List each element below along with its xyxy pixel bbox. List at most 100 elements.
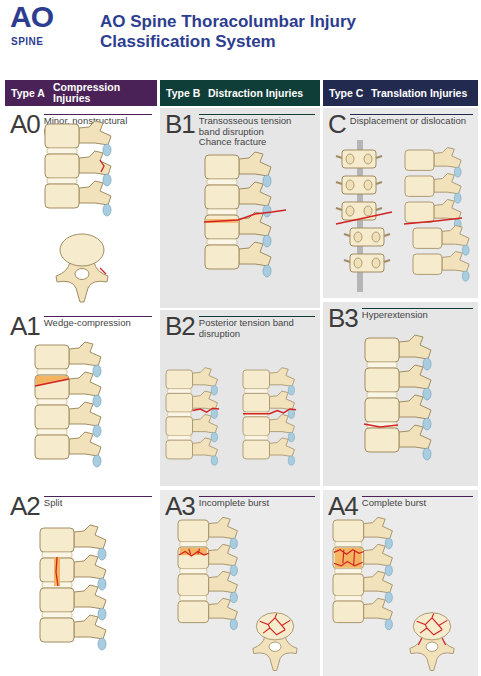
a1-illustration — [35, 342, 101, 467]
b1-illustration — [206, 219, 238, 223]
b2-illustration — [166, 368, 217, 395]
a3-axial — [253, 613, 297, 671]
a0-illustration — [45, 181, 111, 216]
a3-illustration — [178, 517, 237, 630]
panel-heading: B2Posterior tension band disruption — [165, 314, 315, 339]
a4-illustration — [333, 571, 392, 603]
a4-axial — [410, 613, 454, 671]
b2-illustration — [245, 389, 268, 394]
class-panel: B2Posterior tension band disruption — [160, 310, 320, 486]
class-code: B2 — [165, 314, 195, 338]
a3-illustration — [180, 548, 207, 555]
type-label: Type A — [11, 88, 53, 99]
b3-illustration — [364, 335, 431, 460]
c-illustration — [344, 254, 390, 272]
c-illustration — [336, 150, 382, 168]
a4-illustration — [333, 598, 392, 630]
c-illustration — [336, 212, 392, 224]
class-panel: A1 Wedge-compression — [5, 310, 157, 486]
c-illustration — [405, 173, 461, 203]
type-header: Type ACompression Injuries — [5, 80, 157, 106]
a2-illustration — [40, 525, 106, 650]
description-text: Chance fracture — [199, 137, 315, 148]
description-text: Split — [44, 498, 152, 509]
a0-illustration — [100, 160, 104, 172]
c-illustration — [336, 202, 382, 220]
a0-illustration — [45, 121, 111, 156]
b2-illustration — [166, 368, 219, 466]
class-code: A0 — [10, 112, 40, 136]
b1-illustration — [205, 212, 271, 247]
a0-illustration — [45, 151, 111, 186]
b2-illustration — [168, 436, 191, 441]
type-name: Compression Injuries — [53, 82, 151, 104]
b3-illustration — [365, 425, 431, 460]
class-description: Posterior tension band disruption — [199, 316, 315, 339]
c-illustration — [405, 147, 461, 177]
class-description: Incomplete burst — [199, 496, 315, 509]
a3-illustration — [180, 569, 207, 574]
b3-illustration — [367, 422, 397, 428]
b2-illustration — [245, 412, 268, 417]
a3-illustration — [178, 598, 237, 630]
a2-illustration — [40, 585, 106, 620]
b2-illustration — [168, 389, 191, 394]
a4-axial — [417, 614, 448, 645]
a0-illustration — [100, 268, 106, 274]
class-code: A3 — [165, 494, 195, 518]
a4-illustration — [335, 548, 362, 568]
a4-illustration — [335, 542, 362, 547]
b3-illustration — [365, 365, 431, 400]
description-text: Minor, nonstructural fractures — [44, 116, 152, 137]
description-text: Wedge-compression — [44, 318, 152, 329]
class-code: A2 — [10, 494, 40, 518]
a2-illustration — [54, 557, 60, 586]
b2-illustration — [243, 409, 296, 414]
class-description: Minor, nonstructural fractures — [44, 114, 152, 137]
b2-illustration — [168, 412, 191, 417]
b1-illustration — [205, 182, 271, 217]
a3-illustration — [178, 571, 237, 603]
class-panel: A0Minor, nonstructural fractures — [5, 108, 157, 306]
b2-illustration — [243, 368, 294, 395]
a2-illustration — [42, 582, 72, 588]
description-text: Transosseous tension band disruption — [199, 116, 315, 137]
type-label: Type B — [166, 88, 208, 99]
c-illustration — [336, 176, 382, 194]
a2-illustration — [40, 555, 106, 590]
class-description: Complete burst — [362, 496, 473, 509]
class-description: Hyperextension — [362, 308, 473, 321]
description-text: Hyperextension — [362, 310, 473, 321]
panel-heading: B1Transosseous tension band disruptionCh… — [165, 112, 315, 148]
b2-illustration — [245, 436, 268, 441]
b2-illustration — [166, 391, 217, 418]
b2-illustration — [243, 414, 294, 441]
class-code: B1 — [165, 112, 195, 136]
a2-illustration — [42, 552, 72, 558]
a4-illustration — [335, 596, 362, 601]
b3-illustration — [367, 362, 397, 368]
class-panel: A2 Split — [5, 490, 157, 676]
b1-illustration — [204, 152, 286, 277]
class-description: Displacement or dislocation — [350, 114, 473, 127]
b1-illustration — [207, 239, 237, 245]
b2-illustration — [243, 391, 294, 418]
description-text: Incomplete burst — [199, 498, 315, 509]
c-illustration — [336, 140, 469, 292]
a3-illustration — [178, 544, 237, 576]
a2-illustration — [42, 612, 72, 618]
class-description: Split — [44, 496, 152, 509]
a3-illustration — [180, 542, 207, 547]
panel-heading: A2 Split — [10, 494, 152, 518]
class-code: A1 — [10, 314, 40, 338]
a1-illustration — [35, 342, 101, 377]
class-description: Transosseous tension band disruptionChan… — [199, 114, 315, 148]
a1-illustration — [35, 372, 101, 407]
class-panel: B1Transosseous tension band disruptionCh… — [160, 108, 320, 308]
a3-illustration — [180, 596, 207, 601]
c-illustration — [404, 218, 462, 224]
a2-illustration — [56, 557, 58, 586]
a4-illustration — [334, 550, 364, 566]
a1-illustration — [37, 369, 67, 375]
